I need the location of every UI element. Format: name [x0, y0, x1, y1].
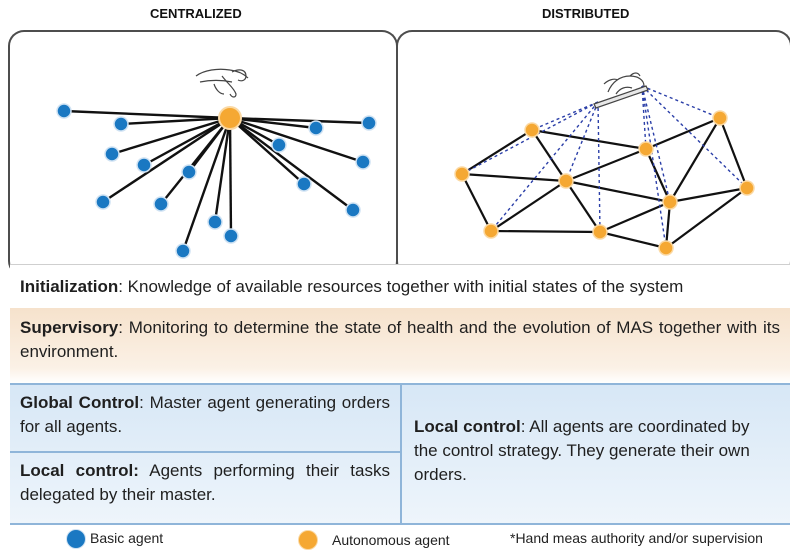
autonomous-agent — [739, 180, 755, 196]
autonomous-agent — [658, 240, 674, 256]
basic-agent — [355, 154, 371, 170]
autonomous-agents — [454, 110, 755, 256]
supervisory-term: Supervisory — [20, 318, 119, 337]
autonomous-agent — [483, 223, 499, 239]
global-control-term: Global Control — [20, 393, 140, 412]
basic-agent — [361, 115, 377, 131]
local-control-left-cell: Local control: Agents performing their t… — [10, 451, 402, 523]
local-control-right-term: Local control — [414, 417, 521, 436]
global-control-cell: Global Control: Master agent generating … — [10, 385, 402, 451]
initialization-text: : Knowledge of available resources toget… — [118, 277, 684, 296]
global-control-text: : Master agent generating orders for all… — [20, 393, 390, 436]
basic-agents — [56, 103, 377, 259]
initialization-row: Initialization: Knowledge of available r… — [10, 264, 790, 308]
legend-autonomous: Autonomous agent — [298, 530, 478, 550]
basic-agent — [136, 157, 152, 173]
legend-autonomous-label: Autonomous agent — [332, 532, 450, 548]
autonomous-agent-icon — [298, 530, 318, 550]
basic-agent — [175, 243, 191, 259]
basic-agent — [56, 103, 72, 119]
basic-agent — [153, 196, 169, 212]
hand-icon — [195, 68, 249, 98]
distributed-network — [454, 72, 755, 256]
local-control-left-text: Agents performing their tasks delegated … — [20, 461, 390, 504]
centralized-heading: CENTRALIZED — [150, 6, 242, 21]
hand-icon — [593, 72, 649, 109]
basic-agent — [207, 214, 223, 230]
control-grid: Global Control: Master agent generating … — [10, 383, 790, 525]
local-control-left-term: Local control: — [20, 461, 139, 480]
basic-agent-icon — [66, 529, 86, 549]
basic-agent — [104, 146, 120, 162]
basic-agent — [296, 176, 312, 192]
centralized-links — [63, 109, 370, 252]
supervision-links — [461, 85, 748, 249]
basic-agent — [95, 194, 111, 210]
supervisory-row: Supervisory: Monitoring to determine the… — [10, 308, 790, 383]
autonomous-agent — [592, 224, 608, 240]
autonomous-agent — [712, 110, 728, 126]
basic-agent — [345, 202, 361, 218]
legend-note: *Hand meas authority and/or supervision — [510, 530, 763, 546]
autonomous-agent — [558, 173, 574, 189]
legend-basic: Basic agent — [66, 529, 266, 549]
basic-agent — [308, 120, 324, 136]
distributed-links — [461, 116, 749, 250]
distributed-heading: DISTRIBUTED — [542, 6, 630, 21]
autonomous-agent — [454, 166, 470, 182]
centralized-panel — [8, 30, 398, 277]
legend-basic-label: Basic agent — [90, 530, 164, 546]
autonomous-agent — [662, 194, 678, 210]
supervisory-text: : Monitoring to determine the state of h… — [20, 318, 780, 361]
master-agent — [218, 106, 242, 130]
autonomous-agent — [524, 122, 540, 138]
distributed-panel — [396, 30, 790, 277]
centralized-network — [56, 68, 377, 259]
autonomous-agent — [638, 141, 654, 157]
basic-agent — [113, 116, 129, 132]
local-control-right-text: : All agents are coordinated by the cont… — [414, 417, 750, 484]
initialization-term: Initialization — [20, 277, 119, 296]
basic-agent — [223, 228, 239, 244]
local-control-right-cell: Local control: All agents are coordinate… — [404, 409, 784, 509]
basic-agent — [271, 137, 287, 153]
basic-agent — [181, 164, 197, 180]
